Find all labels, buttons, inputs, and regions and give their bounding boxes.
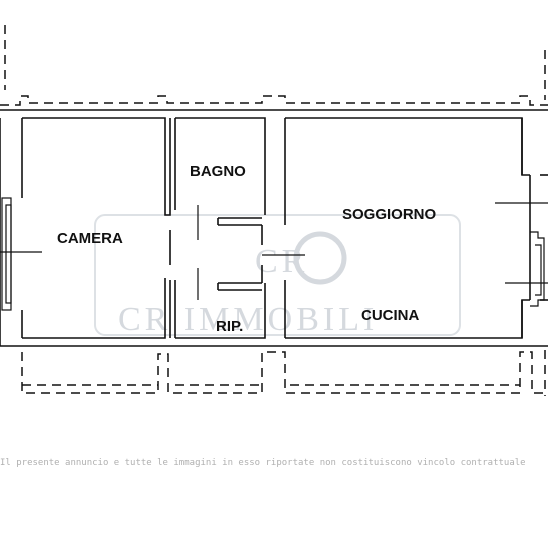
room-label-soggiorno: SOGGIORNO (342, 206, 437, 223)
disclaimer-text: Il presente annuncio e tutte le immagini… (0, 458, 526, 468)
dashed-boundary (0, 25, 548, 396)
room-label-camera: CAMERA (57, 230, 123, 247)
walls (0, 109, 548, 347)
watermark-logo: CR (255, 243, 308, 280)
window-right (530, 231, 545, 307)
window-left (1, 197, 12, 311)
room-label-cucina: CUCINA (361, 307, 419, 324)
watermark: CR CR IMMOBILI (94, 214, 461, 338)
watermark-text: CR IMMOBILI (118, 301, 378, 338)
room-label-ripostiglio: RIP. (216, 318, 243, 335)
room-label-bagno: BAGNO (190, 163, 246, 180)
